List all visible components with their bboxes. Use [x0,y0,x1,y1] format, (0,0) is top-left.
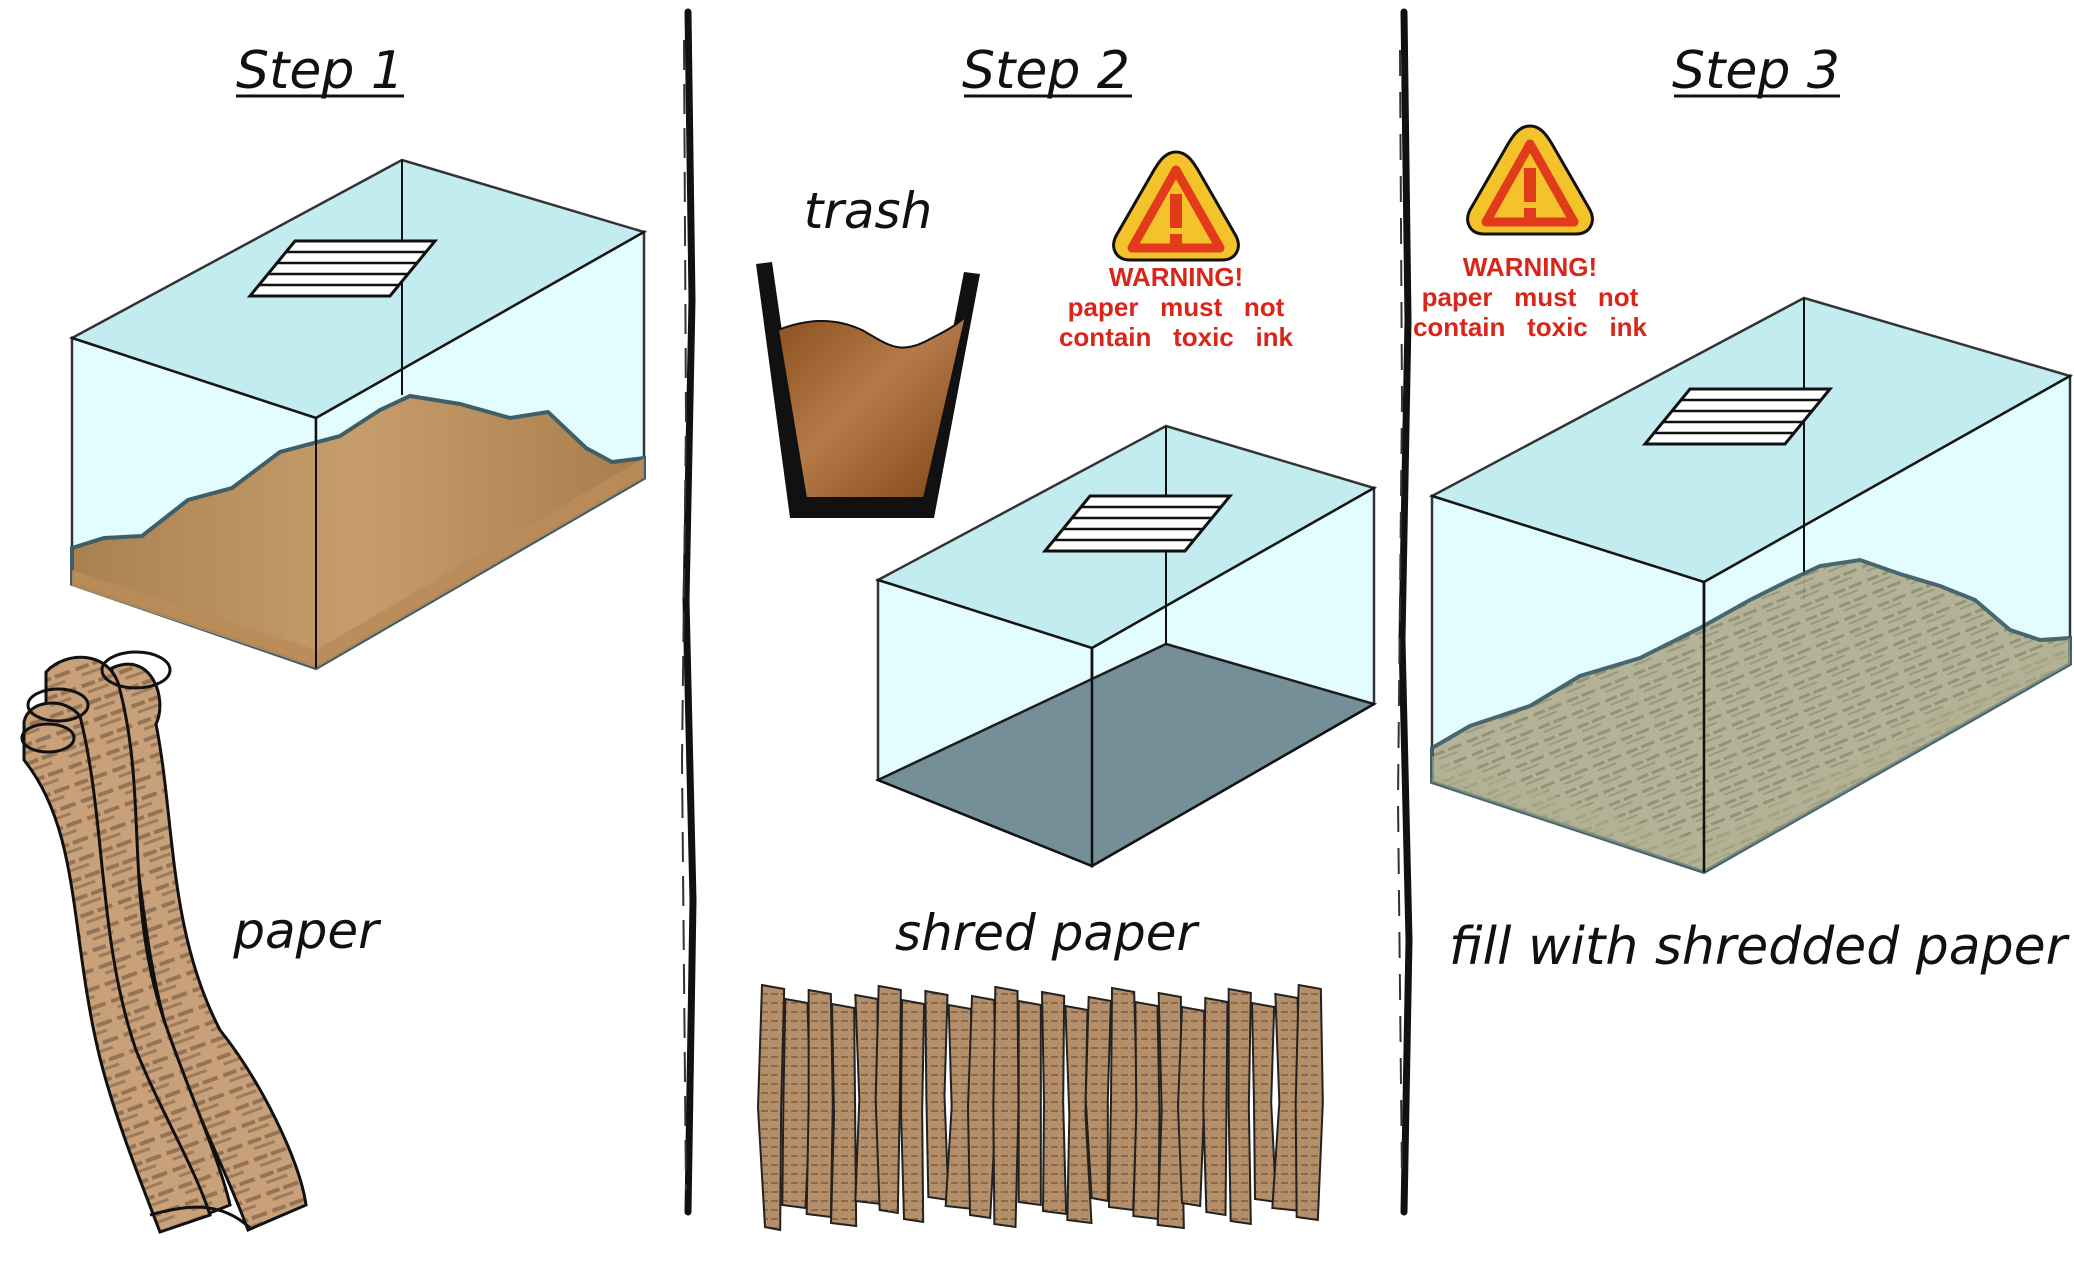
shred-strip [829,1002,858,1228]
step-1-panel: Step 1 paper [20,41,648,1234]
step-2-panel: Step 2 trash WARNING! paper must not con… [756,41,1378,1232]
shred-strip [781,997,812,1210]
warning-triangle-icon [1114,152,1239,260]
step-2-warning-line-2: contain toxic ink [1059,322,1294,352]
shred-strip [992,985,1020,1229]
step-3-warning-line-1: paper must not [1422,282,1639,312]
shred-strip [1156,991,1185,1230]
shred-strip [874,984,902,1215]
step-2-warning-title: WARNING! [1109,262,1243,292]
shred-strip [1040,990,1068,1216]
step-1-title: Step 1 [236,41,404,101]
shred-strip [1202,996,1229,1217]
tank-with-substrate [68,158,648,671]
shred-strip [1132,1000,1161,1221]
shred-strip [899,998,926,1224]
panel-divider-right [1396,8,1413,1216]
tank-with-shredded-paper [1428,296,2074,875]
shred-strip [1084,995,1112,1203]
shred-strip [1250,1001,1278,1204]
shred-strip [924,989,950,1202]
step-3-warning-line-2: contain toxic ink [1413,312,1648,342]
shred-strip [756,983,786,1232]
step-3-warning-title: WARNING! [1463,252,1597,282]
trash-cup-icon [756,262,980,518]
shred-strip [1176,1005,1206,1208]
fill-label: fill with shredded paper [1449,917,2071,977]
shred-strip [1017,999,1042,1207]
paper-label: paper [232,902,382,960]
trash-label: trash [804,182,933,240]
step-2-warning-line-1: paper must not [1068,292,1285,322]
step-3-panel: Step 3 WARNING! paper must not contain t… [1413,41,2074,977]
shred-strip [1227,987,1252,1226]
shred-paper-label: shred paper [895,904,1201,962]
panel-divider-left [680,8,697,1216]
empty-tank [874,424,1378,869]
paper-roll-icon [20,650,308,1234]
shred-strip [1107,986,1139,1212]
shredded-paper-strips [756,983,1324,1232]
warning-triangle-icon [1468,126,1593,234]
step-2-title: Step 2 [962,41,1130,101]
step-3-title: Step 3 [1672,41,1840,101]
shred-strip [805,988,834,1219]
shred-strip [966,994,998,1220]
shred-strip [1294,983,1324,1222]
